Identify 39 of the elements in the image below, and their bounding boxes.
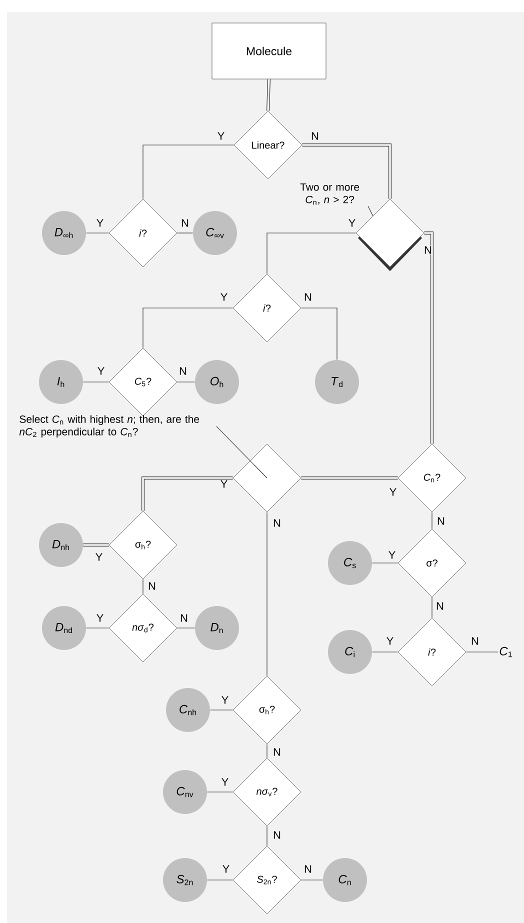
connector xyxy=(266,744,268,758)
connector xyxy=(302,144,392,199)
edge-label: Y xyxy=(348,218,356,228)
edge-label: Y xyxy=(96,366,106,376)
connector xyxy=(301,476,398,480)
connector xyxy=(142,476,233,511)
connector xyxy=(142,578,144,594)
leader-line xyxy=(216,426,268,478)
point-group-label: C$_{1}$ xyxy=(500,646,512,658)
connector xyxy=(266,232,356,274)
question-text: Two or more C$_{n}$, n > 2? xyxy=(300,183,360,205)
connector xyxy=(142,308,234,348)
connector xyxy=(176,232,194,234)
edge-label: Y xyxy=(220,778,230,786)
edge-label: Y xyxy=(220,292,228,302)
connector xyxy=(266,826,268,846)
edge-label: Y xyxy=(388,488,398,496)
connector xyxy=(266,79,270,111)
edge-label: Y xyxy=(220,480,228,488)
question-text: Select C$_{n}$ with highest n; then, are the nC$_{2}$ perpendicular to C$_{n}$? xyxy=(19,415,200,438)
connector xyxy=(86,232,110,234)
edge-label: Y xyxy=(388,550,396,560)
edge-label: Y xyxy=(386,636,394,646)
connector xyxy=(266,512,268,676)
decision-diamond xyxy=(356,198,424,272)
connector xyxy=(372,562,398,564)
edge-label: Y xyxy=(96,614,104,622)
connector xyxy=(300,308,338,360)
leader-line xyxy=(368,206,374,216)
edge-label: Y xyxy=(216,132,226,140)
edge-label: Y xyxy=(94,552,104,562)
connector xyxy=(142,144,234,200)
edge-label: Y xyxy=(222,864,230,874)
start-box: Molecule xyxy=(212,22,326,80)
decision-diamond xyxy=(232,444,302,512)
connector xyxy=(424,232,434,444)
edge-label: Y xyxy=(96,218,104,228)
edge-label: Y xyxy=(220,696,230,704)
connector xyxy=(83,544,109,546)
